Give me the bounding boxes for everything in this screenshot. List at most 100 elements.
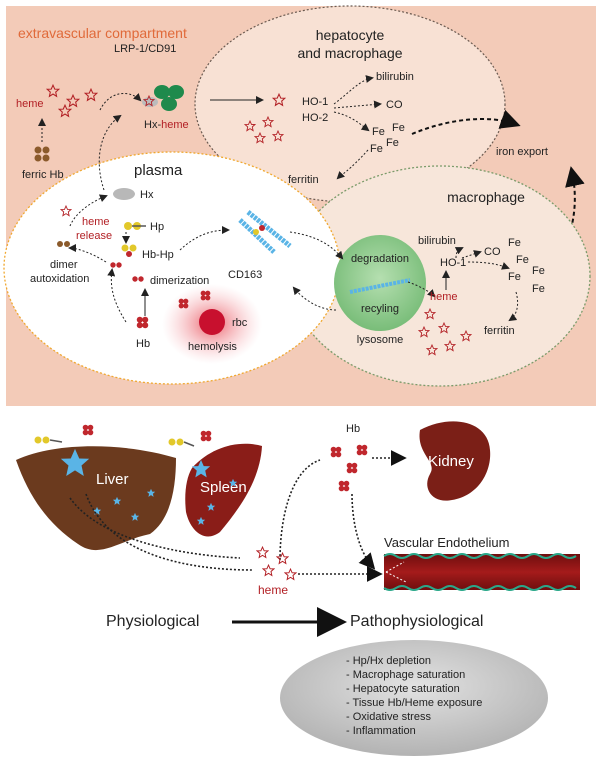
fe-label: Fe <box>372 126 385 138</box>
hb-tetramer-icon <box>330 446 342 458</box>
hx-label: Hx <box>140 189 154 201</box>
receptor-icon <box>161 97 177 111</box>
ho2-label: HO-2 <box>302 112 328 124</box>
heme-release-label-2: release <box>76 230 112 242</box>
mac-heme-label: heme <box>430 291 458 303</box>
degradation-label: degradation <box>351 253 409 265</box>
bilirubin-label: bilirubin <box>376 71 414 83</box>
receptor-icon <box>168 85 184 99</box>
physiological-label: Physiological <box>106 613 199 630</box>
recyling-label: recyling <box>361 303 399 315</box>
ferric-hb-icon <box>42 146 50 154</box>
hemolysis-label: hemolysis <box>188 341 237 353</box>
ferric-hb-icon <box>42 154 50 162</box>
mac-fe-label: Fe <box>508 271 521 283</box>
dimer-icon <box>57 241 63 247</box>
heme-star-icon <box>276 552 289 564</box>
extravascular-label: extravascular compartment <box>18 25 187 41</box>
hp-icon <box>34 436 63 444</box>
kidney-label: Kidney <box>428 453 474 470</box>
arrow-ho-bilirubin <box>333 75 374 105</box>
hx-protein-icon <box>113 188 135 200</box>
heme-star-icon <box>262 564 275 576</box>
mac-fe-label: Fe <box>532 283 545 295</box>
mac-fe-label: Fe <box>532 265 545 277</box>
receptor-icon <box>154 85 170 99</box>
ferric-hb-icon <box>34 146 42 154</box>
hb-bottom-label: Hb <box>346 423 360 435</box>
consequence-item: - Macrophage saturation <box>346 669 465 681</box>
vessel-label: Vascular Endothelium <box>384 535 510 550</box>
lysosome <box>334 235 426 331</box>
heme-release-label: heme <box>82 216 110 228</box>
mac-ferritin-label: ferritin <box>484 325 515 337</box>
arrow-ho-fe <box>333 111 370 132</box>
hp-chain-icon <box>349 278 411 294</box>
hp-label: Hp <box>150 221 164 233</box>
consequence-item: - Oxidative stress <box>346 711 431 723</box>
arrow-heme-to-lrp <box>99 92 142 111</box>
dimer-label: dimer <box>50 259 78 271</box>
consequence-item: - Inflammation <box>346 725 416 737</box>
hb-hp-label: Hb-Hp <box>142 249 174 261</box>
mac-co-label: CO <box>484 246 501 258</box>
dimerization-label: dimerization <box>150 275 209 287</box>
co-label: CO <box>386 99 403 111</box>
consequences-list: - Hp/Hx depletion - Macrophage saturatio… <box>346 655 482 737</box>
hp-icon <box>168 438 195 447</box>
hb-tetramer-icon <box>346 462 358 474</box>
hb-hp-icon <box>121 244 137 257</box>
spleen-label: Spleen <box>200 479 247 496</box>
macrophage-title: macrophage <box>447 189 525 205</box>
arrow-lysosome-recycle <box>292 286 337 311</box>
hb-tetramer-icon <box>200 430 212 442</box>
mac-fe-label: Fe <box>516 254 529 266</box>
hx-heme-label: Hx-heme <box>144 119 189 131</box>
ho1-label: HO-1 <box>302 96 328 108</box>
vessel-wall <box>383 585 577 591</box>
dimer-icon <box>64 241 70 247</box>
arrow-mac-ho-bilirubin <box>454 247 464 259</box>
arrow-plasma-to-hx-heme <box>98 114 122 191</box>
consequence-item: - Hepatocyte saturation <box>346 683 460 695</box>
consequence-item: - Hp/Hx depletion <box>346 655 431 667</box>
hb-tetramer-icon <box>338 480 350 492</box>
ferric-hb-label: ferric Hb <box>22 169 64 181</box>
lysosome-label: lysosome <box>357 334 403 346</box>
hepatocyte-title-2: and macrophage <box>297 45 402 61</box>
arrow-hbhp-to-cd163 <box>179 226 230 251</box>
kidney-organ <box>419 421 491 501</box>
fe-label: Fe <box>370 143 383 155</box>
heme-star-icon <box>256 546 269 558</box>
rbc-label: rbc <box>232 317 248 329</box>
fe-label: Fe <box>386 137 399 149</box>
autoxidation-label: autoxidation <box>30 273 89 285</box>
hepatocyte-title: hepatocyte <box>316 27 385 43</box>
arrow-to-liver <box>279 459 321 561</box>
macrophage-cell <box>289 165 591 387</box>
hp-icon <box>124 222 146 230</box>
mac-bilirubin-label: bilirubin <box>418 235 456 247</box>
heme-label: heme <box>16 98 44 110</box>
heme-star-icon <box>284 568 297 580</box>
arrow-lysosome-heme <box>407 281 436 298</box>
mac-ho1-label: HO-1 <box>440 257 466 269</box>
heme-bottom-label: heme <box>258 583 288 597</box>
cd163-receptor-icon <box>238 210 292 254</box>
consequence-item: - Tissue Hb/Heme exposure <box>346 697 482 709</box>
arrow-fe-ferritin <box>336 149 369 180</box>
hb-label: Hb <box>136 338 150 350</box>
cd163-label: CD163 <box>228 269 262 281</box>
fe-label: Fe <box>392 122 405 134</box>
plasma-title: plasma <box>134 162 183 179</box>
ferritin-label: ferritin <box>288 174 319 186</box>
arrow-hb-to-vessel <box>351 493 376 570</box>
arrow-liver-to-heme <box>85 493 253 571</box>
iron-export-label: iron export <box>496 146 548 158</box>
arrow-mac-ho-fe <box>467 261 510 270</box>
mac-fe-label: Fe <box>508 237 521 249</box>
vessel-wall <box>383 553 577 559</box>
hb-tetramer-icon <box>356 444 368 456</box>
lrp-label: LRP-1/CD91 <box>114 43 176 55</box>
hb-tetramer-icon <box>82 424 94 436</box>
